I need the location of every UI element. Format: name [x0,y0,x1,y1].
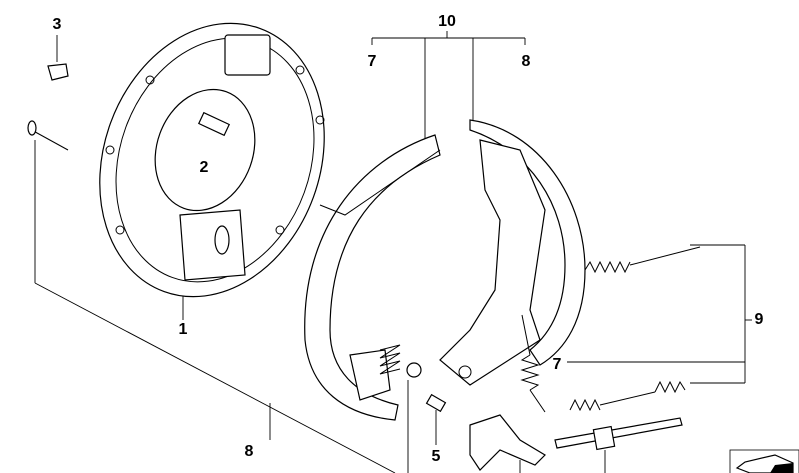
hold-down-pin [27,120,69,151]
callout-9: 9 [754,311,764,328]
pin [425,393,447,413]
callout-8-kit: 8 [244,443,254,460]
lever [469,414,546,471]
brake-shoe-right [439,119,586,386]
callout-1: 1 [178,321,188,338]
callout-7-top: 7 [367,53,377,70]
callout-3: 3 [52,16,62,33]
brake-shoe-left [304,134,441,421]
leader-lines [34,31,752,473]
plug [47,63,69,81]
callout-7-shoe: 7 [552,356,562,373]
return-spring-upper [584,246,701,274]
return-spring-lower [569,380,686,412]
isometric-view-icon[interactable] [729,449,799,473]
callout-2: 2 [199,159,209,176]
hold-down-spring [379,344,422,378]
adjuster [554,417,683,451]
adjuster-spring [520,314,546,413]
callout-10: 10 [438,13,456,30]
callout-8-top: 8 [521,53,531,70]
brake-backing-plate [99,22,325,298]
callout-5: 5 [431,448,441,465]
